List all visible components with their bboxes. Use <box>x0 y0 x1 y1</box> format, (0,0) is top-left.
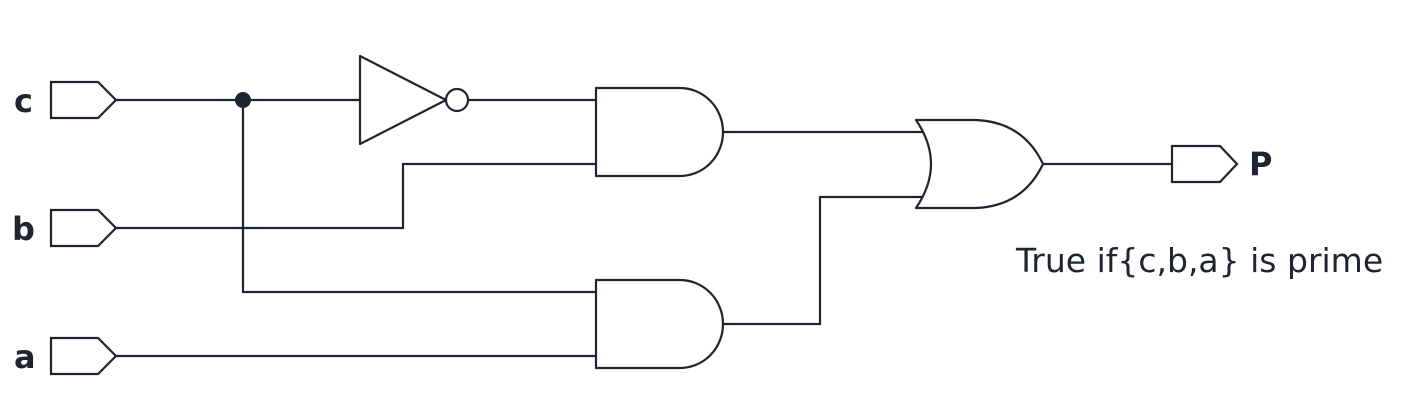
wire-c-branch-to-and2 <box>241 100 596 294</box>
input-port-c: c <box>14 80 118 120</box>
not-gate <box>358 54 470 146</box>
input-port-a-shape <box>49 336 118 376</box>
input-port-c-shape <box>49 80 118 120</box>
wire-b-to-and1 <box>116 162 596 230</box>
input-label-b: b <box>12 210 35 248</box>
junction-dot <box>235 92 251 108</box>
input-port-b: b <box>12 208 118 248</box>
and-gate-upper <box>594 86 725 178</box>
input-label-a: a <box>14 338 36 376</box>
not-gate-bubble <box>444 87 470 113</box>
input-port-b-shape <box>49 208 118 248</box>
input-port-a: a <box>14 336 118 376</box>
wire-and2-to-or <box>723 195 923 326</box>
output-port-p-shape <box>1170 144 1239 184</box>
output-port-p: P <box>1170 144 1272 184</box>
output-label-p: P <box>1249 145 1272 183</box>
input-label-c: c <box>14 82 33 120</box>
and-gate-lower <box>594 278 725 370</box>
or-gate <box>914 118 1045 210</box>
wires <box>116 98 1172 358</box>
not-gate-body <box>358 54 448 146</box>
output-description: True if{c,b,a} is prime <box>1015 241 1383 280</box>
